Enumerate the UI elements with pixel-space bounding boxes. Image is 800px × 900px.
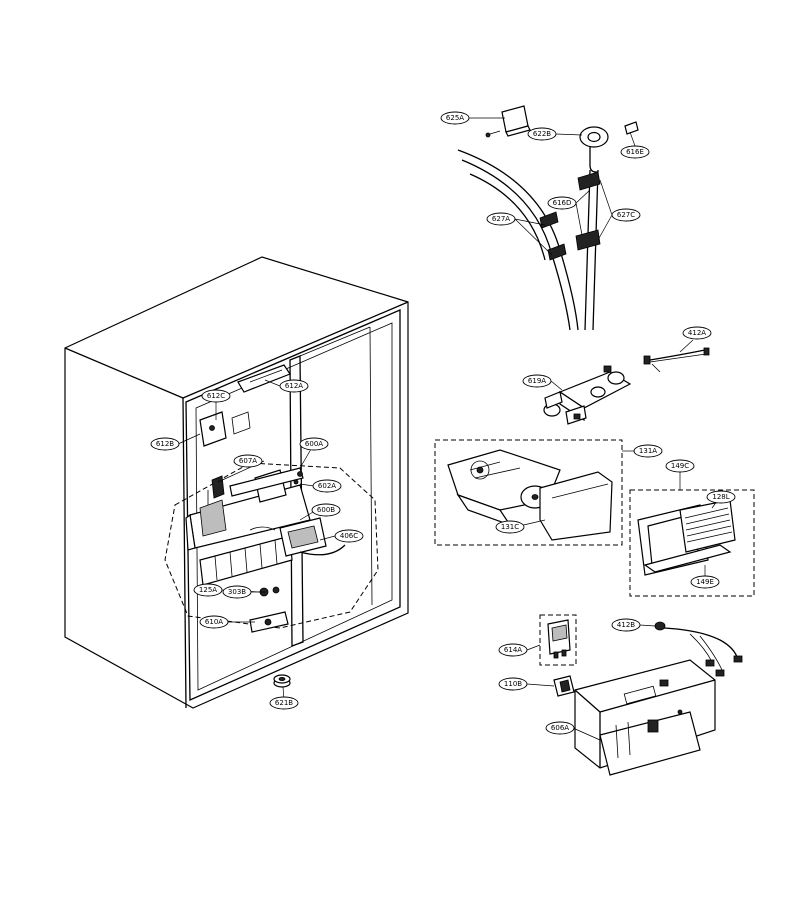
callout-627c: 627C xyxy=(611,208,641,222)
svg-text:406C: 406C xyxy=(340,532,358,540)
svg-text:616E: 616E xyxy=(626,148,644,156)
ice-maker-assembly xyxy=(164,462,379,633)
callout-625a: 625A xyxy=(440,111,470,125)
callout-149c: 149C xyxy=(665,459,695,473)
callout-616d: 616D xyxy=(547,196,577,210)
svg-text:616D: 616D xyxy=(553,199,572,207)
callout-131a: 131A xyxy=(633,444,663,458)
callout-412a: 412A xyxy=(682,326,712,340)
callout-621b: 621B xyxy=(269,696,299,710)
callout-600b: 600B xyxy=(311,503,341,517)
callout-606a: 606A xyxy=(545,721,575,735)
refrigerator-cabinet xyxy=(64,256,409,709)
svg-text:619A: 619A xyxy=(528,377,546,385)
svg-text:600B: 600B xyxy=(317,506,335,514)
leader-lines xyxy=(177,117,721,741)
water-valve-assembly xyxy=(543,347,710,425)
svg-text:110B: 110B xyxy=(504,680,522,688)
svg-text:412B: 412B xyxy=(617,621,635,629)
callout-612b: 612B xyxy=(150,437,180,451)
callout-607a: 607A xyxy=(233,454,263,468)
callout-616e: 616E xyxy=(620,145,650,159)
svg-text:612B: 612B xyxy=(156,440,174,448)
callout-602a: 602A xyxy=(312,479,342,493)
water-tube-assembly xyxy=(457,105,639,331)
gasket-assembly xyxy=(629,489,755,597)
callouts: 625A 622B 616E 616D 627A 627C 412A 619A … xyxy=(150,111,736,735)
callout-406c: 406C xyxy=(334,529,364,543)
svg-text:622B: 622B xyxy=(533,130,551,138)
svg-text:303B: 303B xyxy=(228,588,246,596)
svg-text:610A: 610A xyxy=(205,618,223,626)
callout-619a: 619A xyxy=(522,374,552,388)
callout-412b: 412B xyxy=(611,618,641,632)
svg-text:627C: 627C xyxy=(617,211,635,219)
svg-text:612C: 612C xyxy=(207,392,225,400)
svg-text:125A: 125A xyxy=(199,586,217,594)
svg-text:614A: 614A xyxy=(504,646,522,654)
svg-text:612A: 612A xyxy=(285,382,303,390)
callout-614a: 614A xyxy=(498,643,528,657)
part-621b-grommet xyxy=(273,674,291,688)
svg-text:131A: 131A xyxy=(639,447,657,455)
svg-text:606A: 606A xyxy=(551,724,569,732)
svg-text:600A: 600A xyxy=(305,440,323,448)
svg-text:131C: 131C xyxy=(501,523,519,531)
svg-text:602A: 602A xyxy=(318,482,336,490)
callout-131c: 131C xyxy=(495,520,525,534)
callout-610a: 610A xyxy=(199,615,229,629)
svg-text:149E: 149E xyxy=(696,578,714,586)
callout-622b: 622B xyxy=(527,127,557,141)
callout-600a: 600A xyxy=(299,437,329,451)
control-box-assembly xyxy=(539,614,743,776)
svg-text:627A: 627A xyxy=(492,215,510,223)
callout-110b: 110B xyxy=(498,677,528,691)
callout-303b: 303B xyxy=(222,585,252,599)
svg-text:128L: 128L xyxy=(712,493,729,501)
svg-text:149C: 149C xyxy=(671,462,689,470)
callout-149e: 149E xyxy=(690,575,720,589)
svg-text:607A: 607A xyxy=(239,457,257,465)
callout-627a: 627A xyxy=(486,212,516,226)
callout-128l: 128L xyxy=(706,490,736,504)
svg-text:412A: 412A xyxy=(688,329,706,337)
svg-text:625A: 625A xyxy=(446,114,464,122)
ice-bucket-assembly xyxy=(434,439,623,546)
callout-612c: 612C xyxy=(201,389,231,403)
svg-text:621B: 621B xyxy=(275,699,293,707)
callout-125a: 125A xyxy=(193,583,223,597)
callout-612a: 612A xyxy=(279,379,309,393)
